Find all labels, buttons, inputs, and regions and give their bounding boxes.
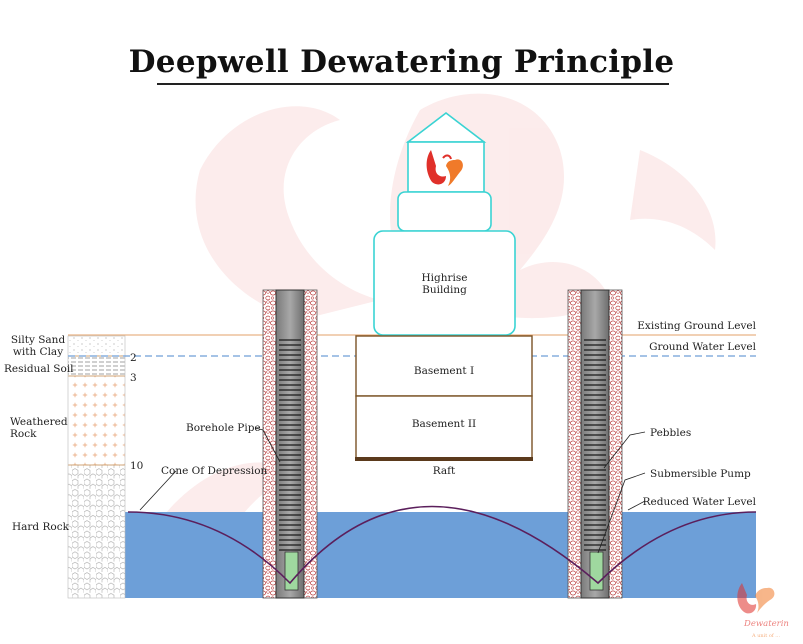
basement-structure [355, 335, 533, 461]
raft-slab [355, 457, 533, 461]
title-underline [157, 83, 669, 85]
groundwater-zone [125, 512, 756, 598]
building-base-tier [373, 230, 516, 336]
submersible-pump-label: Submersible Pump [650, 468, 751, 480]
stratum-weathered-rock [68, 376, 125, 465]
left-submersible-pump [284, 551, 299, 591]
building-label-line1: Highrise [421, 272, 468, 284]
left-pipe-slots [279, 339, 301, 551]
building-mid-tier [397, 191, 492, 232]
silty-sand-label: Silty Sand with Clay [10, 334, 66, 358]
watermark-brand: Dewaterin [744, 619, 789, 629]
right-pipe-slots [584, 339, 606, 551]
borehole-pipe-label: Borehole Pipe [186, 422, 261, 434]
building-top-tier [407, 141, 485, 193]
left-borehole-pipe [275, 289, 305, 599]
company-logo-icon [426, 150, 463, 186]
cone-of-depression-curve [127, 505, 757, 585]
cone-of-depression-label: Cone Of Depression [161, 465, 268, 477]
building-label-line2: Building [422, 284, 467, 296]
page-title: Deepwell Dewatering Principle [128, 44, 675, 80]
corner-watermark-tagline: A unit of ... [752, 630, 780, 642]
silty-sand-line1: Silty Sand [10, 334, 66, 346]
stratum-silty-sand [68, 336, 125, 356]
hard-rock-label: Hard Rock [12, 521, 69, 533]
right-borehole-pipe [580, 289, 610, 599]
right-borehole [567, 289, 623, 599]
depth-mark-2: 2 [130, 352, 137, 364]
weathered-rock-line2: Rock [10, 428, 37, 440]
existing-ground-level-label: Existing Ground Level [637, 320, 756, 332]
stratum-hard-rock [68, 465, 125, 598]
raft-label: Raft [432, 465, 456, 477]
reduced-water-level-label: Reduced Water Level [642, 496, 756, 508]
corner-watermark-text: Dewaterin [744, 618, 789, 630]
depth-mark-3: 3 [130, 372, 137, 384]
highrise-building [373, 111, 516, 336]
stratum-residual-soil [68, 356, 125, 376]
right-submersible-pump [589, 551, 604, 591]
basement-1-label: Basement I [413, 365, 475, 377]
basement-1 [355, 335, 533, 397]
watermark-tagline: A unit of ... [752, 633, 781, 639]
weathered-rock-line1: Weathered [10, 416, 68, 428]
basement-2 [355, 395, 533, 459]
silty-sand-line2: with Clay [12, 346, 64, 358]
weathered-rock-label: Weathered Rock [10, 416, 68, 440]
residual-soil-label: Residual Soil [4, 363, 74, 375]
pebbles-label: Pebbles [650, 427, 692, 439]
basement-2-label: Basement II [411, 418, 477, 430]
leader-lines [139, 427, 646, 554]
corner-logo-icon [737, 583, 775, 614]
building-label: Highrise Building [374, 272, 515, 296]
ground-water-level-label: Ground Water Level [649, 341, 756, 353]
soil-strata-column [67, 335, 126, 599]
left-borehole [262, 289, 318, 599]
depth-mark-10: 10 [130, 460, 144, 472]
